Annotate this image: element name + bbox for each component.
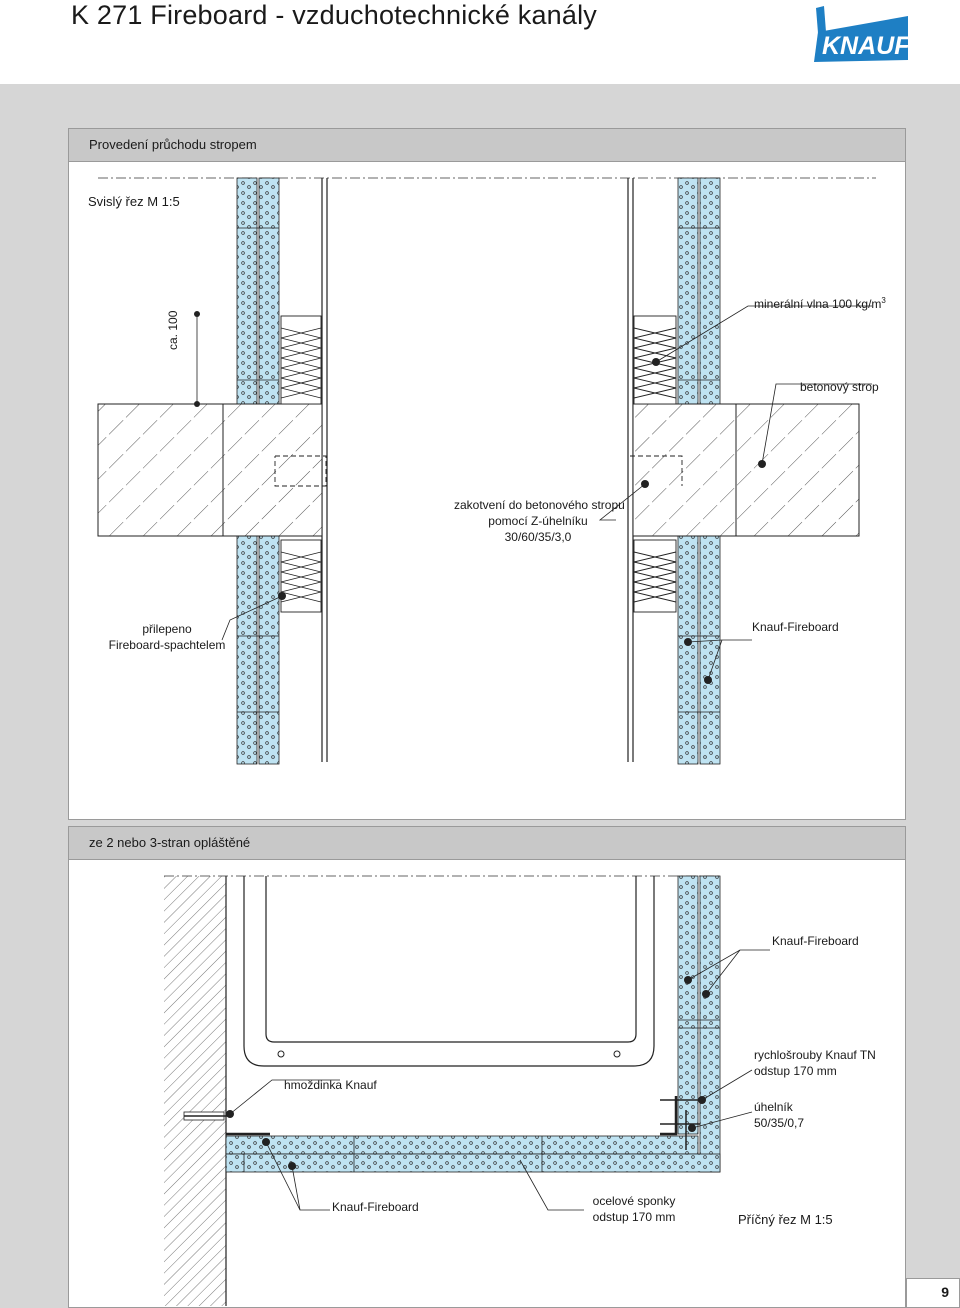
label-anchor-line2: pomocí Z-úhelníku	[488, 514, 588, 528]
scale-label-vertical: Svislý řez M 1:5	[88, 194, 180, 209]
page-number-box: 9	[906, 1278, 960, 1308]
label-clips: ocelové sponky odstup 170 mm	[588, 1194, 680, 1224]
label-mineral-wool-sup: 3	[881, 296, 886, 305]
label-glued-line2: Fireboard-spachtelem	[108, 638, 226, 652]
section-heading-bar: Provedení průchodu stropem	[69, 129, 905, 162]
label-anchor: zakotvení do betonového stropu pomocí Z-…	[454, 498, 625, 544]
label-screws-line2: odstup 170 mm	[754, 1064, 837, 1078]
page-title: K 271 Fireboard - vzduchotechnické kanál…	[71, 0, 597, 30]
section-heading-bar: ze 2 nebo 3-stran opláštěné	[69, 827, 905, 860]
label-glued-line1: přilepeno	[142, 622, 192, 636]
label-glued: přilepeno Fireboard-spachtelem	[108, 622, 226, 652]
label-fireboard-bottom: Knauf-Fireboard	[332, 1200, 419, 1214]
label-clips-line2: odstup 170 mm	[592, 1210, 676, 1224]
section-heading: Provedení průchodu stropem	[89, 137, 257, 152]
label-concrete: betonový strop	[800, 380, 879, 394]
label-fireboard-vertical: Knauf-Fireboard	[752, 620, 839, 634]
label-mineral-wool: minerální vlna 100 kg/m3	[754, 296, 886, 311]
label-screws: rychlošrouby Knauf TN odstup 170 mm	[754, 1048, 876, 1078]
label-anchor-line3: 30/60/35/3,0	[504, 530, 572, 544]
label-angle-line1: úhelník	[754, 1100, 793, 1114]
cross-section-drawing	[164, 875, 770, 1306]
label-angle-line2: 50/35/0,7	[754, 1116, 805, 1130]
dimension-label: ca. 100	[166, 310, 180, 350]
label-anchor-line1: zakotvení do betonového stropu	[454, 498, 625, 512]
label-screws-line1: rychlošrouby Knauf TN	[754, 1048, 876, 1062]
page-number: 9	[941, 1284, 949, 1300]
label-fireboard-top: Knauf-Fireboard	[772, 934, 859, 948]
section-heading: ze 2 nebo 3-stran opláštěné	[89, 835, 251, 850]
knauf-logo: KNAUF	[814, 6, 910, 62]
label-dowel: hmoždinka Knauf	[284, 1078, 377, 1092]
svg-text:KNAUF: KNAUF	[822, 32, 910, 60]
label-clips-line1: ocelové sponky	[592, 1194, 676, 1208]
scale-label-cross: Příčný řez M 1:5	[738, 1212, 833, 1227]
label-mineral-wool-text: minerální vlna 100 kg/m	[754, 297, 882, 311]
vertical-section-drawing	[97, 177, 876, 765]
label-angle: úhelník 50/35/0,7	[754, 1100, 804, 1130]
header-bar: K 271 Fireboard - vzduchotechnické kanál…	[0, 0, 960, 84]
